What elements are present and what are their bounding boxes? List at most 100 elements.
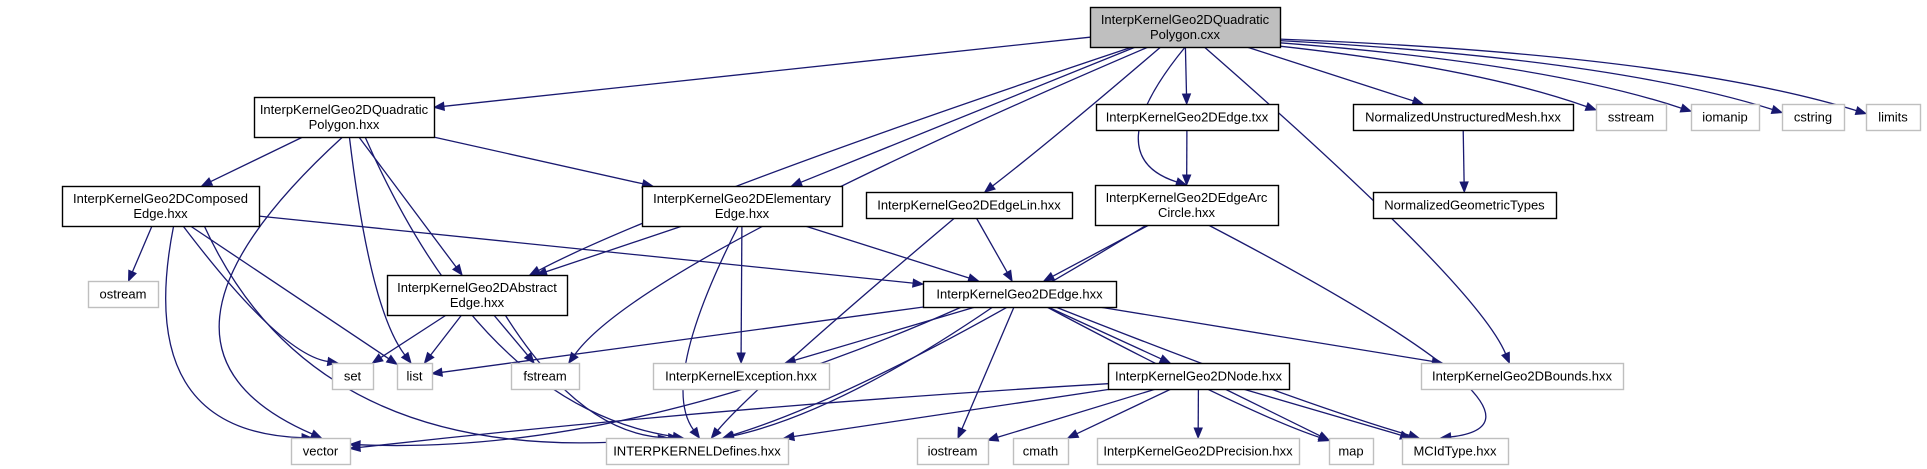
file-node-set: set bbox=[331, 362, 375, 391]
arrowhead-icon bbox=[1066, 429, 1080, 439]
dependency-edge-elementary-to-edgehxx bbox=[804, 225, 980, 283]
arrowhead-icon bbox=[957, 426, 967, 440]
node-box bbox=[253, 96, 436, 139]
node-box bbox=[865, 191, 1074, 220]
file-node-edgehxx[interactable]: InterpKernelGeo2DEdge.hxx bbox=[922, 280, 1118, 309]
node-box bbox=[331, 362, 375, 391]
edge-line bbox=[430, 314, 463, 356]
node-label: NormalizedUnstructuredMesh.hxx bbox=[1365, 110, 1561, 125]
node-label: InterpKernelGeo2DEdgeLin.hxx bbox=[877, 198, 1061, 213]
dependency-edge-qphxx-to-elementary bbox=[433, 136, 654, 189]
node-label: list bbox=[407, 369, 423, 384]
edge-line bbox=[1076, 388, 1172, 435]
arrowhead-icon bbox=[400, 351, 412, 365]
edge-line bbox=[1246, 46, 1414, 102]
edge-line bbox=[545, 225, 683, 273]
arrowhead-icon bbox=[1193, 427, 1203, 440]
arrowhead-icon bbox=[1042, 271, 1056, 282]
dependency-edge-composed-to-list bbox=[190, 225, 399, 366]
node-label: Edge.hxx bbox=[715, 206, 770, 221]
edge-line bbox=[182, 225, 328, 363]
arrowhead-icon bbox=[1181, 174, 1192, 187]
arrowhead-icon bbox=[430, 367, 443, 377]
node-label: InterpKernelGeo2DNode.hxx bbox=[1115, 369, 1282, 384]
node-box bbox=[916, 437, 990, 466]
file-node-precision: InterpKernelGeo2DPrecision.hxx bbox=[1096, 437, 1301, 466]
arrowhead-icon bbox=[1317, 431, 1331, 441]
arrowhead-icon bbox=[1411, 96, 1425, 106]
arrowhead-icon bbox=[1770, 104, 1784, 114]
node-label: ostream bbox=[100, 287, 147, 302]
node-label: limits bbox=[1878, 110, 1908, 125]
node-box bbox=[1089, 6, 1282, 49]
node-box bbox=[1094, 184, 1280, 227]
node-label: NormalizedGeometricTypes bbox=[1384, 198, 1545, 213]
node-label: set bbox=[344, 369, 362, 384]
file-node-edgetxx[interactable]: InterpKernelGeo2DEdge.txx bbox=[1095, 103, 1280, 132]
dependency-edge-composed-to-defines bbox=[203, 225, 670, 444]
dependency-edge-node-to-map bbox=[1224, 388, 1331, 441]
node-box bbox=[1595, 103, 1668, 132]
file-node-list: list bbox=[396, 362, 434, 391]
node-box bbox=[396, 362, 434, 391]
dependency-edge-cxx-to-qphxx bbox=[432, 36, 1091, 111]
arrowhead-icon bbox=[200, 177, 214, 187]
dependency-edge-elementary-to-exception bbox=[736, 225, 746, 365]
node-label: Polygon.hxx bbox=[309, 117, 380, 132]
node-box bbox=[510, 362, 581, 391]
node-box bbox=[1781, 103, 1846, 132]
arrowhead-icon bbox=[710, 426, 722, 440]
node-label: InterpKernelGeo2DPrecision.hxx bbox=[1103, 444, 1293, 459]
node-box bbox=[641, 185, 844, 228]
file-node-iostream: iostream bbox=[916, 437, 990, 466]
node-label: Polygon.cxx bbox=[1150, 27, 1221, 42]
dependency-edge-edgelin-to-edgehxx bbox=[975, 217, 1013, 283]
node-label: cstring bbox=[1794, 110, 1832, 125]
node-box bbox=[605, 437, 790, 466]
dependency-edge-normmesh-to-normgeo bbox=[1459, 129, 1469, 194]
file-node-vector: vector bbox=[290, 437, 352, 466]
edge-line bbox=[794, 306, 976, 361]
dependency-edge-cxx-to-normmesh bbox=[1246, 46, 1425, 106]
file-node-edgelin[interactable]: InterpKernelGeo2DEdgeLin.hxx bbox=[865, 191, 1074, 220]
edge-line bbox=[800, 46, 1136, 183]
node-label: InterpKernelGeo2DElementary bbox=[653, 191, 831, 206]
dependency-edge-abstract-to-list bbox=[423, 314, 463, 365]
edge-line bbox=[1047, 306, 1162, 360]
edge-line bbox=[210, 136, 304, 183]
dependency-edge-cxx-to-abstract bbox=[528, 46, 1133, 276]
file-node-fstream: fstream bbox=[510, 362, 581, 391]
edge-line bbox=[975, 217, 1008, 273]
file-node-normmesh[interactable]: NormalizedUnstructuredMesh.hxx bbox=[1352, 103, 1575, 132]
dependency-edge-abstract-to-fstream bbox=[493, 314, 535, 365]
node-label: InterpKernelException.hxx bbox=[665, 369, 817, 384]
dependency-edge-cxx-to-limits bbox=[1279, 38, 1868, 116]
arrowhead-icon bbox=[348, 442, 361, 452]
node-label: cmath bbox=[1023, 444, 1058, 459]
dependency-edge-edgelin-to-defines bbox=[710, 217, 956, 440]
node-box bbox=[1401, 437, 1510, 466]
node-label: InterpKernelGeo2DEdge.txx bbox=[1106, 110, 1269, 125]
arrowhead-icon bbox=[790, 177, 804, 187]
dependency-edge-cxx-to-sstream bbox=[1279, 45, 1598, 111]
node-box bbox=[922, 280, 1118, 309]
node-label: iostream bbox=[928, 444, 978, 459]
file-node-normgeo[interactable]: NormalizedGeometricTypes bbox=[1372, 191, 1558, 220]
dependency-edge-node-to-cmath bbox=[1066, 388, 1172, 439]
node-label: iomanip bbox=[1702, 110, 1748, 125]
file-node-node[interactable]: InterpKernelGeo2DNode.hxx bbox=[1107, 362, 1291, 391]
edge-line bbox=[348, 136, 406, 356]
node-label: INTERPKERNELDefines.hxx bbox=[613, 444, 781, 459]
node-label: InterpKernelGeo2DQuadratic bbox=[1101, 12, 1270, 27]
edge-line bbox=[358, 136, 457, 268]
edge-line bbox=[961, 306, 1015, 430]
edge-line bbox=[733, 306, 994, 437]
node-label: fstream bbox=[523, 369, 566, 384]
node-label: map bbox=[1338, 444, 1363, 459]
